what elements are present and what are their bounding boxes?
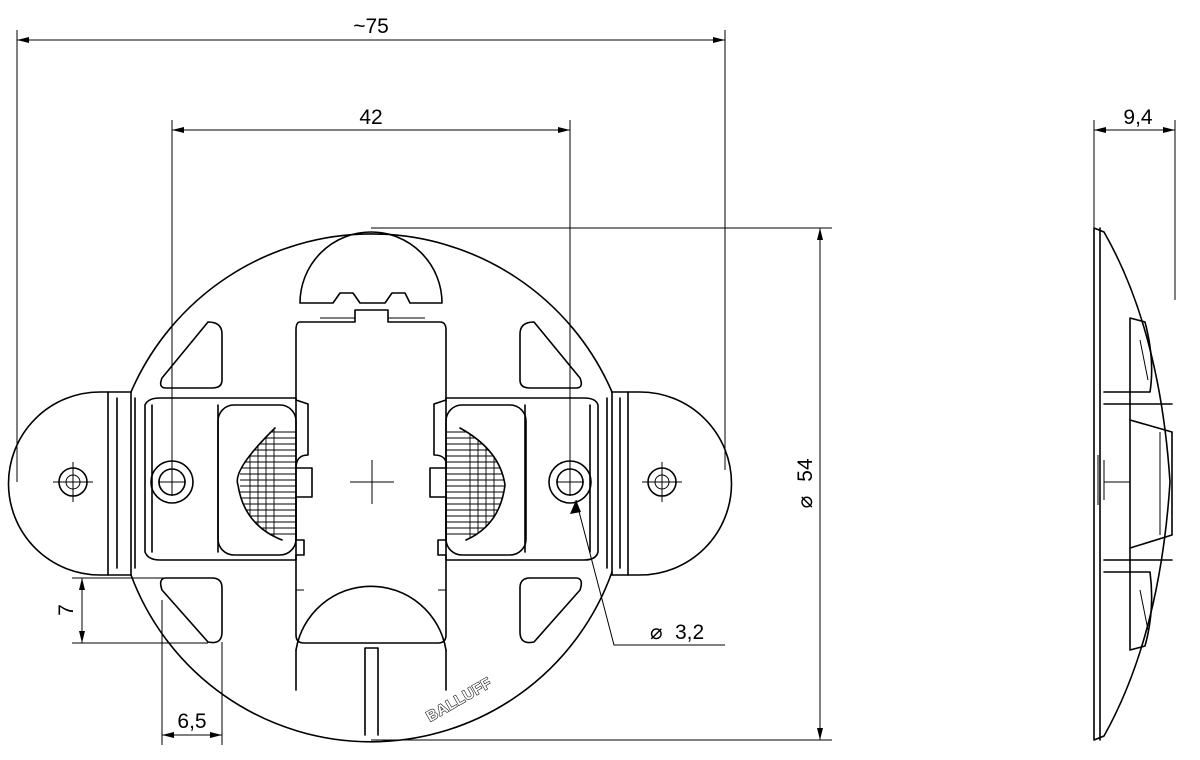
svg-text:54: 54 — [794, 458, 817, 482]
bottom-dome — [295, 585, 447, 651]
center-mark — [350, 460, 394, 504]
left-knurl — [240, 430, 296, 540]
mounting-hole-outer-right — [642, 462, 682, 502]
top-cap — [299, 231, 443, 304]
dimensions: ~75 42 9,4 ⌀ 54 ⌀ 3,2 7 6,5 — [16, 15, 1176, 745]
dimension-hole-diameter-symbol: ⌀ — [650, 621, 663, 644]
right-knurl — [446, 430, 505, 540]
dimension-hole-diameter: 3,2 — [675, 621, 704, 644]
right-wing — [611, 391, 733, 576]
dimension-thickness: 9,4 — [1123, 106, 1153, 129]
window-bottom-right — [519, 577, 583, 644]
dimension-hole-spacing: 42 — [359, 106, 382, 129]
front-view: BALLUFF — [7, 231, 733, 743]
dimension-offset-vertical: 7 — [55, 604, 78, 616]
dimension-overall-width: ~75 — [353, 15, 389, 38]
window-top-right — [519, 321, 583, 389]
right-clamp — [445, 397, 599, 561]
window-bottom-left — [159, 577, 223, 644]
svg-text:⌀: ⌀ — [794, 496, 817, 509]
mounting-hole-outer-left — [53, 462, 93, 502]
central-carrier — [295, 309, 448, 644]
dimension-diameter: ⌀ 54 — [794, 458, 817, 508]
dimension-offset-horizontal: 6,5 — [177, 710, 206, 733]
brand-logo: BALLUFF — [424, 674, 495, 725]
window-top-left — [159, 321, 223, 389]
side-profile — [1093, 227, 1171, 741]
side-view — [1093, 227, 1173, 741]
left-wing — [7, 391, 132, 576]
left-clamp — [144, 397, 297, 561]
body-outline — [130, 233, 613, 743]
